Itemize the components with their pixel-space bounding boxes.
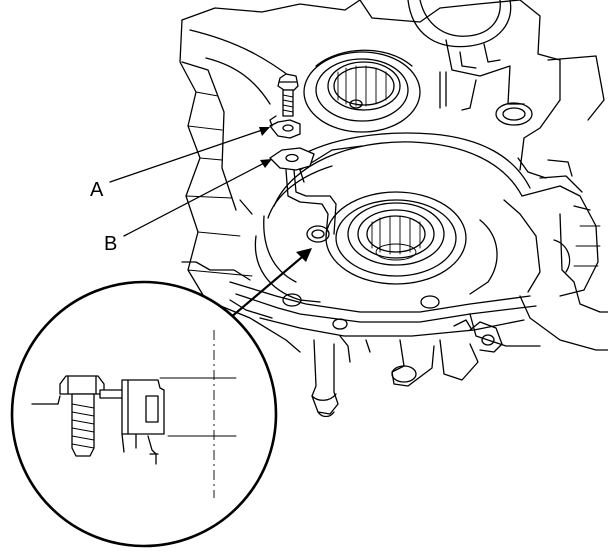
callout-leader-b <box>123 159 272 237</box>
callout-label-b: B <box>104 233 118 255</box>
mounting-bolt <box>277 73 299 117</box>
callout-leader-a <box>109 127 270 183</box>
locking-tab <box>269 115 301 139</box>
callout-label-a: A <box>90 179 104 201</box>
detail-view-magnifier <box>10 280 278 548</box>
detail-view-leader <box>228 248 312 320</box>
bracket-plate <box>269 147 337 237</box>
transmission-case-housing <box>179 0 608 418</box>
